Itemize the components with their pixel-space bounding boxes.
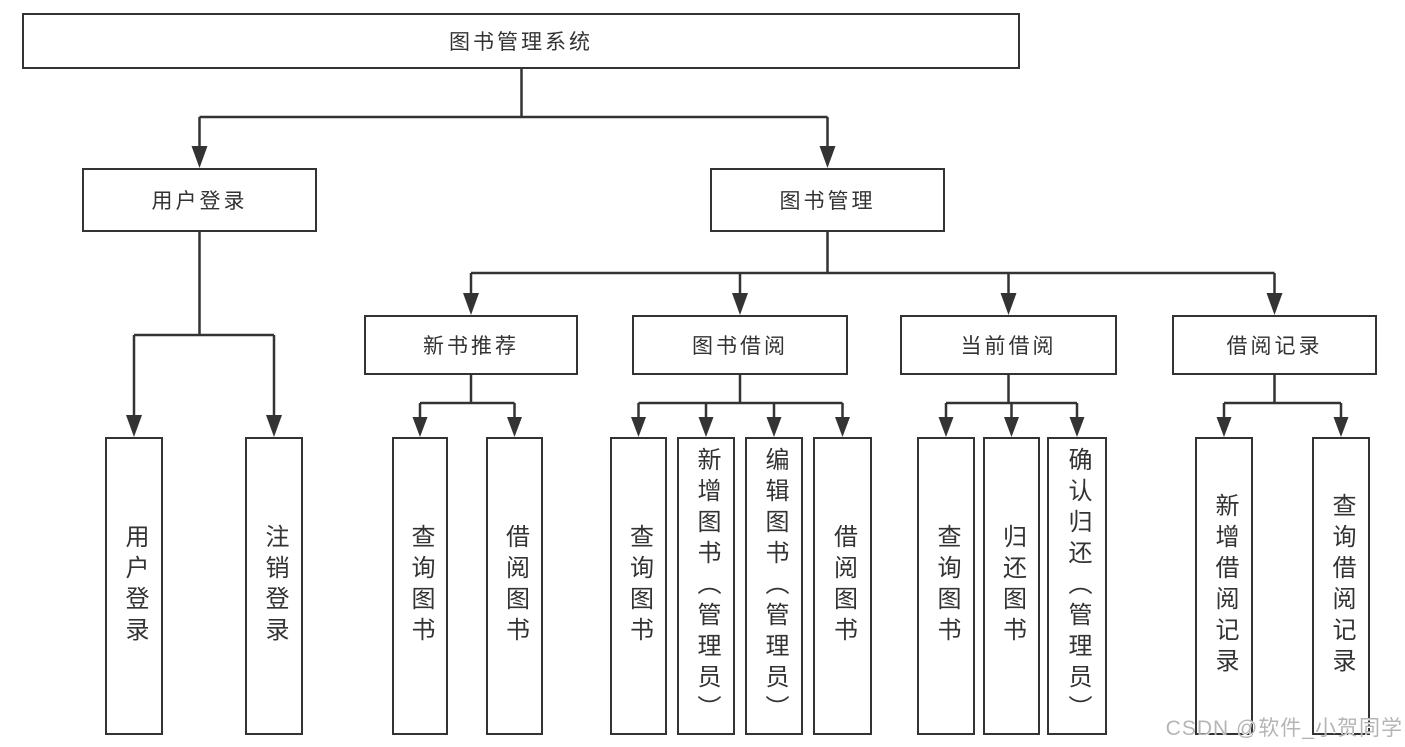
node-label: 用户登录 xyxy=(151,190,248,213)
node-label: 当前借阅 xyxy=(960,335,1057,358)
node-new-book-recommend: 新书推荐 xyxy=(364,315,578,375)
node-user-login: 用户登录 xyxy=(82,168,317,232)
node-label: 查询图书 xyxy=(933,524,960,648)
leaf-query-books-recommend: 查询图书 xyxy=(392,437,448,735)
node-label: 新书推荐 xyxy=(423,335,519,358)
node-borrowing-records: 借阅记录 xyxy=(1172,315,1377,375)
leaf-add-borrow-record: 新增借阅记录 xyxy=(1195,437,1253,735)
node-label: 归还图书 xyxy=(998,524,1026,648)
leaf-edit-book-admin: 编辑图书（管理员） xyxy=(745,437,803,735)
node-current-borrowing: 当前借阅 xyxy=(900,315,1117,375)
leaf-query-books-current: 查询图书 xyxy=(917,437,975,735)
node-label: 编辑图书（管理员） xyxy=(761,446,788,726)
csdn-watermark: CSDN @软件_小贺同学 xyxy=(1165,717,1403,740)
node-label: 借阅图书 xyxy=(829,524,857,648)
node-library-management-system: 图书管理系统 xyxy=(22,13,1020,69)
leaf-return-book: 归还图书 xyxy=(983,437,1040,735)
node-label: 图书管理系统 xyxy=(449,31,593,54)
leaf-add-book-admin: 新增图书（管理员） xyxy=(677,437,735,735)
node-label: 查询图书 xyxy=(407,524,434,648)
node-label: 用户登录 xyxy=(121,524,148,648)
leaf-user-login: 用户登录 xyxy=(105,437,163,735)
node-label: 新增借阅记录 xyxy=(1211,493,1238,679)
node-label: 查询图书 xyxy=(625,524,653,648)
arrowheads xyxy=(126,146,1349,437)
leaf-logout: 注销登录 xyxy=(245,437,303,735)
node-label: 借阅记录 xyxy=(1226,335,1323,358)
node-label: 查询借阅记录 xyxy=(1328,493,1355,679)
node-label: 新增图书（管理员） xyxy=(693,446,720,726)
node-book-borrowing: 图书借阅 xyxy=(632,315,848,375)
node-book-management: 图书管理 xyxy=(710,168,945,232)
node-label: 图书管理 xyxy=(779,190,876,213)
leaf-query-books-borrowing: 查询图书 xyxy=(610,437,667,735)
node-label: 注销登录 xyxy=(261,524,288,648)
node-label: 确认归还（管理员） xyxy=(1064,446,1091,726)
leaf-borrow-books: 借阅图书 xyxy=(813,437,872,735)
node-label: 图书借阅 xyxy=(692,335,788,358)
tree-edges xyxy=(132,69,1343,421)
leaf-confirm-return-admin: 确认归还（管理员） xyxy=(1047,437,1107,735)
leaf-borrow-books-recommend: 借阅图书 xyxy=(486,437,543,735)
node-label: 借阅图书 xyxy=(501,524,529,648)
leaf-query-borrow-record: 查询借阅记录 xyxy=(1312,437,1370,735)
